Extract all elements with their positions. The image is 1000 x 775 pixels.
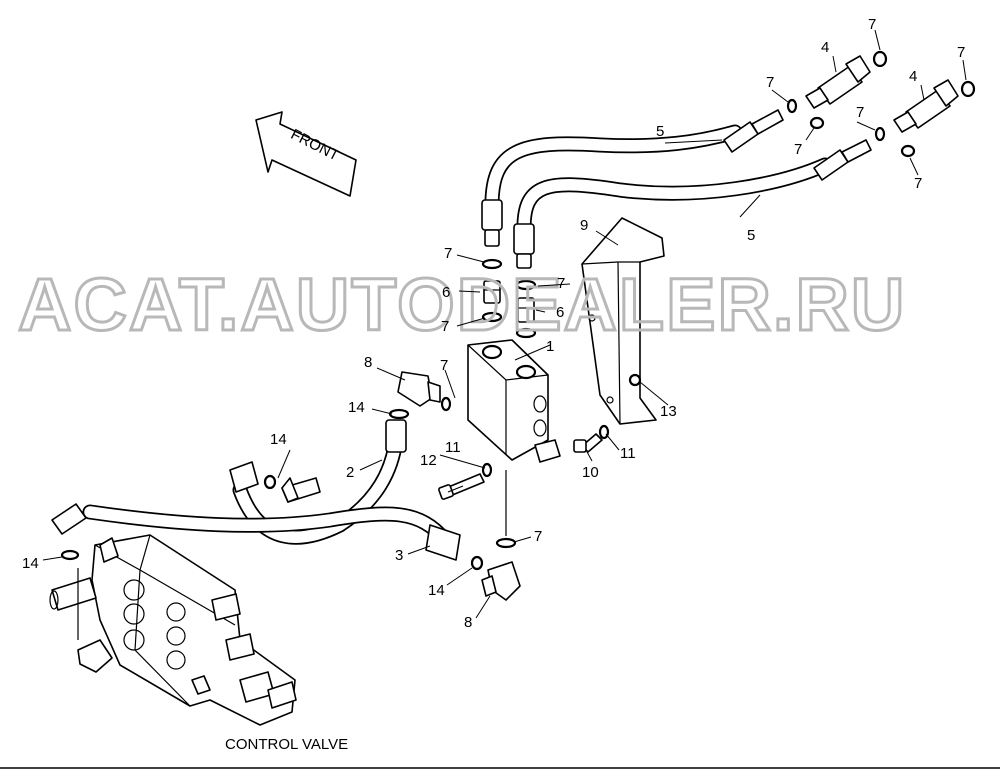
valve-block-1 — [467, 339, 561, 463]
control-valve-body — [49, 534, 297, 726]
hose-end-fittings-right — [723, 109, 872, 181]
callout-7-e: 7 — [856, 104, 864, 121]
fitting-4-lower — [893, 79, 976, 133]
leader-lines — [42, 29, 967, 619]
callout-3: 3 — [395, 547, 403, 564]
callout-1: 1 — [546, 338, 554, 355]
connector-6-left — [481, 258, 503, 323]
callout-4-lower: 4 — [909, 68, 917, 85]
callout-2: 2 — [346, 464, 354, 481]
callout-11-right: 11 — [620, 445, 636, 462]
callout-9: 9 — [580, 217, 588, 234]
callout-7-c: 7 — [766, 74, 774, 91]
hose-lower-5 — [516, 157, 833, 236]
callout-14-b: 14 — [270, 431, 287, 448]
callout-7-h: 7 — [557, 275, 565, 292]
callout-8-lower: 8 — [464, 614, 472, 631]
callout-5-upper: 5 — [656, 123, 664, 140]
callout-7-f: 7 — [914, 175, 922, 192]
callout-14-d: 14 — [428, 582, 445, 599]
elbow-8-upper — [397, 371, 452, 412]
callout-7-k: 7 — [534, 528, 542, 545]
o-rings-right — [786, 98, 916, 158]
callout-13: 13 — [660, 403, 677, 420]
bolt-12 — [438, 462, 493, 500]
fitting-14-tee — [263, 474, 321, 503]
callout-8-upper: 8 — [364, 354, 372, 371]
callout-10: 10 — [582, 464, 599, 481]
callout-14-a: 14 — [348, 399, 365, 416]
callout-7-d: 7 — [794, 141, 802, 158]
callout-6-right: 6 — [556, 304, 564, 321]
hose-end-fittings-upper — [481, 199, 535, 269]
connector-6-right — [515, 279, 537, 339]
fitting-4-upper — [805, 50, 888, 109]
callout-11-left: 11 — [445, 439, 461, 456]
hose-upper-5 — [484, 124, 743, 213]
callout-7-b: 7 — [957, 44, 965, 61]
fitting-elbow-hose2-end — [229, 461, 259, 493]
bracket-9 — [581, 217, 665, 425]
callout-12: 12 — [420, 452, 437, 469]
fitting-14-left — [51, 503, 87, 561]
watermark-text: ACAT.AUTODEALER.RU — [18, 263, 906, 346]
callout-7-j: 7 — [440, 357, 448, 374]
callout-labels: 1 2 3 4 4 5 5 6 6 7 7 7 7 7 7 7 7 7 7 7 … — [22, 16, 965, 631]
front-direction-arrow: FRONT — [255, 111, 357, 197]
elbow-8-lower — [481, 470, 521, 601]
callout-6-left: 6 — [442, 284, 450, 301]
bolt-10 — [573, 424, 610, 453]
callout-5-lower: 5 — [747, 227, 755, 244]
callout-7-i: 7 — [441, 318, 449, 335]
control-valve-caption: CONTROL VALVE — [225, 736, 348, 753]
callout-4-upper: 4 — [821, 39, 829, 56]
callout-14-c: 14 — [22, 555, 39, 572]
hose-3 — [82, 504, 484, 571]
callout-7-g: 7 — [444, 245, 452, 262]
callout-7-a: 7 — [868, 16, 876, 33]
